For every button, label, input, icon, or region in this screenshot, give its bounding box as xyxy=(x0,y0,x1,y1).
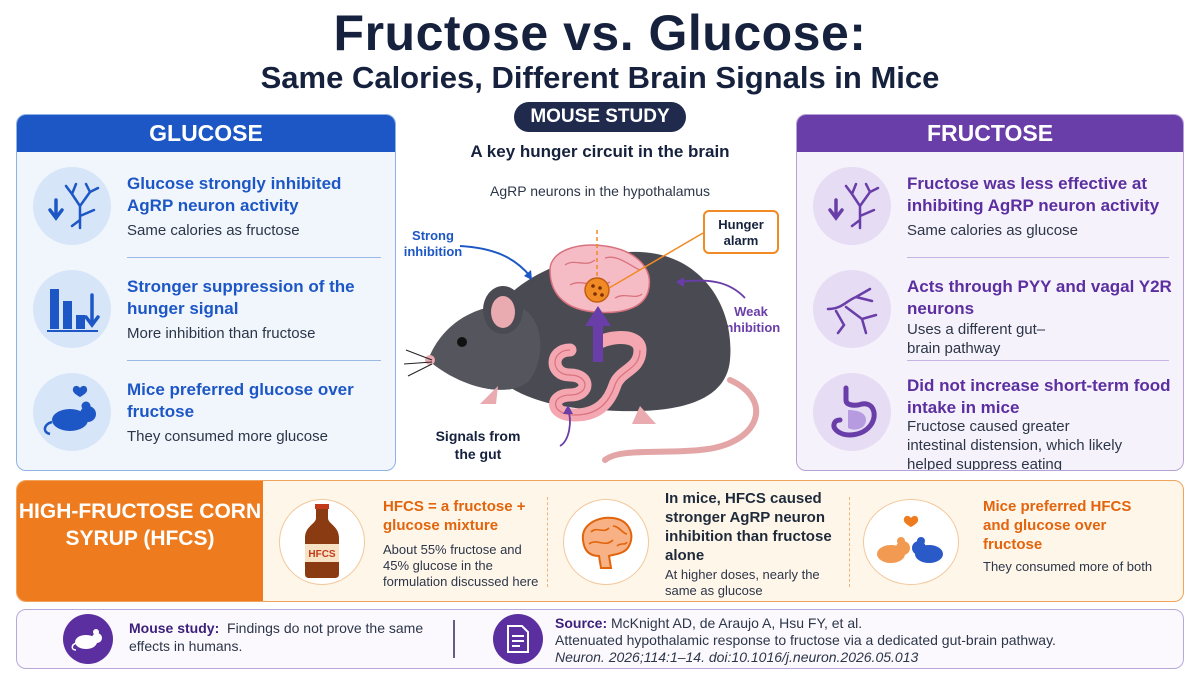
hunger-alarm-box: Hunger alarm xyxy=(703,210,779,254)
soda-bottle-icon: HFCS xyxy=(279,499,365,585)
strong-inhibition-label: Strong inhibition xyxy=(403,228,463,259)
neuron-down-icon xyxy=(813,167,891,245)
hfcs-header: HIGH-FRUCTOSE CORN SYRUP (HFCS) xyxy=(17,481,263,601)
divider xyxy=(127,257,381,258)
hfcs-cell-2-sub: At higher doses, nearly the same as gluc… xyxy=(665,567,820,598)
glucose-row-3-title: Mice preferred glucose over fructose xyxy=(127,380,354,421)
fructose-row-1-sub: Same calories as glucose xyxy=(907,222,1078,239)
divider xyxy=(453,620,455,658)
glucose-row-2-sub: More inhibition than fructose xyxy=(127,325,316,342)
hfcs-cell-1-sub: About 55% fructose and 45% glucose in th… xyxy=(383,542,539,589)
page-title: Fructose vs. Glucose: xyxy=(333,5,867,61)
hfcs-cell-2-title: In mice, HFCS caused stronger AgRP neuro… xyxy=(665,490,832,564)
note-label: Mouse study: xyxy=(129,620,220,636)
divider xyxy=(547,497,548,587)
glucose-header: GLUCOSE xyxy=(17,115,395,152)
divider xyxy=(907,257,1169,258)
bar-chart-down-icon xyxy=(33,270,111,348)
source-paper-title: Attenuated hypothalamic response to fruc… xyxy=(555,632,1056,648)
hfcs-cell-3: Mice preferred HFCS and glucose over fru… xyxy=(863,481,1173,601)
source-citation: Source: McKnight AD, de Araujo A, Hsu FY… xyxy=(555,615,1175,666)
glucose-row-2: Stronger suppression of the hunger signa… xyxy=(17,258,395,362)
mouse-illustration xyxy=(403,230,760,463)
fructose-panel: FRUCTOSE Fructose was less effective at … xyxy=(796,114,1184,471)
stomach-icon xyxy=(813,373,891,451)
brain-icon xyxy=(563,499,649,585)
glucose-row-3: Mice preferred glucose over fructose The… xyxy=(17,361,395,465)
fructose-row-2-title: Acts through PYY and vagal Y2R neurons xyxy=(907,277,1172,318)
mouse-icon xyxy=(63,614,113,664)
hfcs-cell-2: In mice, HFCS caused stronger AgRP neuro… xyxy=(563,481,853,601)
center-title: A key hunger circuit in the brain xyxy=(470,142,730,161)
fructose-row-2-sub: Uses a different gut–brain pathway xyxy=(907,321,1046,357)
hfcs-cell-1-title: HFCS = a fructose + glucose mixture xyxy=(383,498,526,534)
divider xyxy=(907,360,1169,361)
footer: Mouse study: Findings do not prove the s… xyxy=(16,609,1184,669)
glucose-panel: GLUCOSE Glucose strongly inhibited AgRP … xyxy=(16,114,396,471)
nerve-icon xyxy=(813,270,891,348)
glucose-row-1-title: Glucose strongly inhibited AgRP neuron a… xyxy=(127,174,342,215)
two-mice-icon xyxy=(863,499,959,585)
mouse-study-note: Mouse study: Findings do not prove the s… xyxy=(129,619,429,655)
source-authors: McKnight AD, de Araujo A, Hsu FY, et al. xyxy=(611,615,863,631)
glucose-row-1: Glucose strongly inhibited AgRP neuron a… xyxy=(17,155,395,259)
bottle-label: HFCS xyxy=(308,549,336,560)
note-text: Findings do not prove the same effects i… xyxy=(129,620,424,654)
glucose-row-2-title: Stronger suppression of the hunger signa… xyxy=(127,277,355,318)
fructose-row-3-sub: Fructose caused greater intestinal diste… xyxy=(907,418,1123,471)
glucose-row-3-sub: They consumed more glucose xyxy=(127,428,328,445)
hfcs-cell-3-sub: They consumed more of both xyxy=(983,559,1153,574)
hfcs-cell-1: HFCS HFCS = a fructose + glucose mixture… xyxy=(279,481,549,601)
fructose-row-3-title: Did not increase short-term food intake … xyxy=(907,376,1171,417)
fructose-row-1-title: Fructose was less effective at inhibitin… xyxy=(907,174,1160,215)
glucose-row-1-sub: Same calories as fructose xyxy=(127,222,300,239)
fructose-row-1: Fructose was less effective at inhibitin… xyxy=(797,155,1183,259)
mouse-heart-icon xyxy=(33,373,111,451)
center-subtitle: AgRP neurons in the hypothalamus xyxy=(490,183,710,199)
study-badge: MOUSE STUDY xyxy=(514,102,686,132)
neuron-down-icon xyxy=(33,167,111,245)
divider xyxy=(127,360,381,361)
fructose-row-3: Did not increase short-term food intake … xyxy=(797,361,1183,470)
divider xyxy=(849,497,850,587)
gut-signals-label: Signals from the gut xyxy=(435,428,521,462)
hfcs-cell-3-title: Mice preferred HFCS and glucose over fru… xyxy=(983,498,1132,553)
hfcs-section: HIGH-FRUCTOSE CORN SYRUP (HFCS) HFCS HFC… xyxy=(16,480,1184,602)
fructose-row-2: Acts through PYY and vagal Y2R neurons U… xyxy=(797,258,1183,362)
fructose-header: FRUCTOSE xyxy=(797,115,1183,152)
document-icon xyxy=(493,614,543,664)
page-subtitle: Same Calories, Different Brain Signals i… xyxy=(260,60,940,95)
source-journal: Neuron. 2026;114:1–14. doi:10.1016/j.neu… xyxy=(555,649,919,665)
weak-inhibition-label: Weak inhibition xyxy=(721,304,781,335)
source-label: Source: xyxy=(555,615,608,631)
